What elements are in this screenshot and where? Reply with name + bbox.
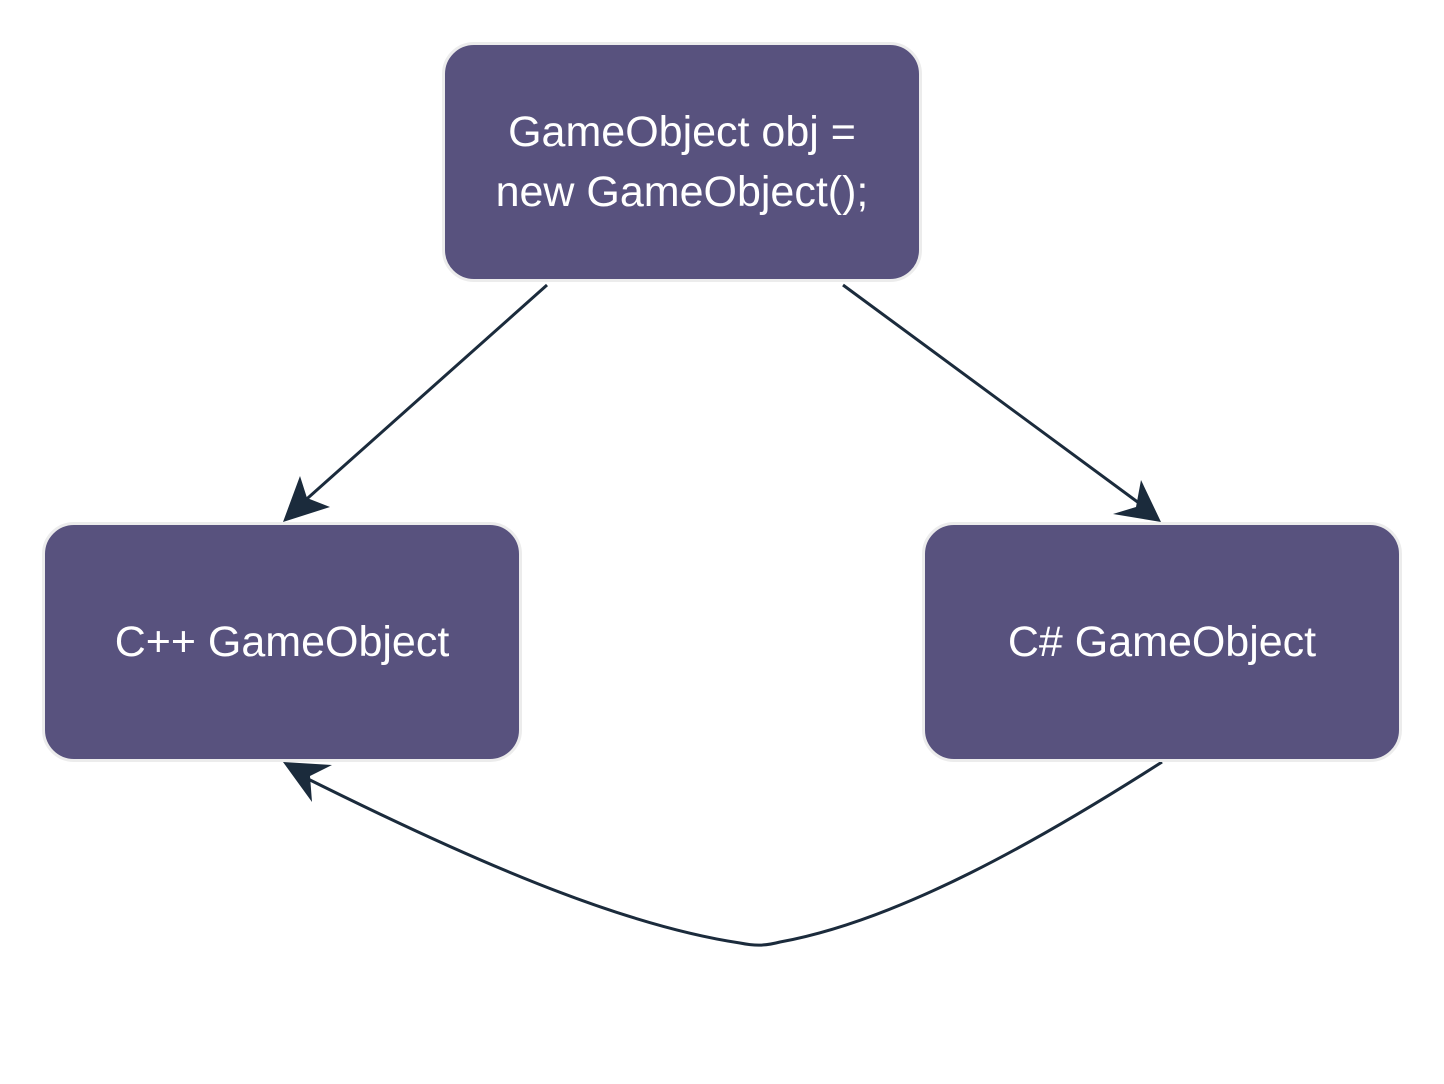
- node-top-line-1: GameObject obj =: [508, 108, 856, 156]
- arrowhead-csharp-top: [1113, 480, 1161, 522]
- node-gameobject-constructor: GameObject obj = new GameObject();: [442, 42, 922, 282]
- arrowhead-cpp-top: [283, 476, 330, 522]
- node-top-line-2: new GameObject();: [495, 168, 869, 216]
- edge-csharp-to-cpp: [299, 760, 1163, 947]
- edge-top-to-cpp: [299, 283, 548, 507]
- arrowhead-cpp-bottom: [283, 762, 332, 802]
- node-csharp-gameobject: C# GameObject: [922, 522, 1402, 762]
- edge-top-to-csharp: [842, 283, 1144, 508]
- node-cpp-gameobject: C++ GameObject: [42, 522, 522, 762]
- node-csharp-gameobject-label: C# GameObject: [1007, 618, 1317, 666]
- node-cpp-gameobject-label: C++ GameObject: [114, 618, 450, 666]
- node-gameobject-constructor-text: GameObject obj = new GameObject();: [496, 102, 869, 222]
